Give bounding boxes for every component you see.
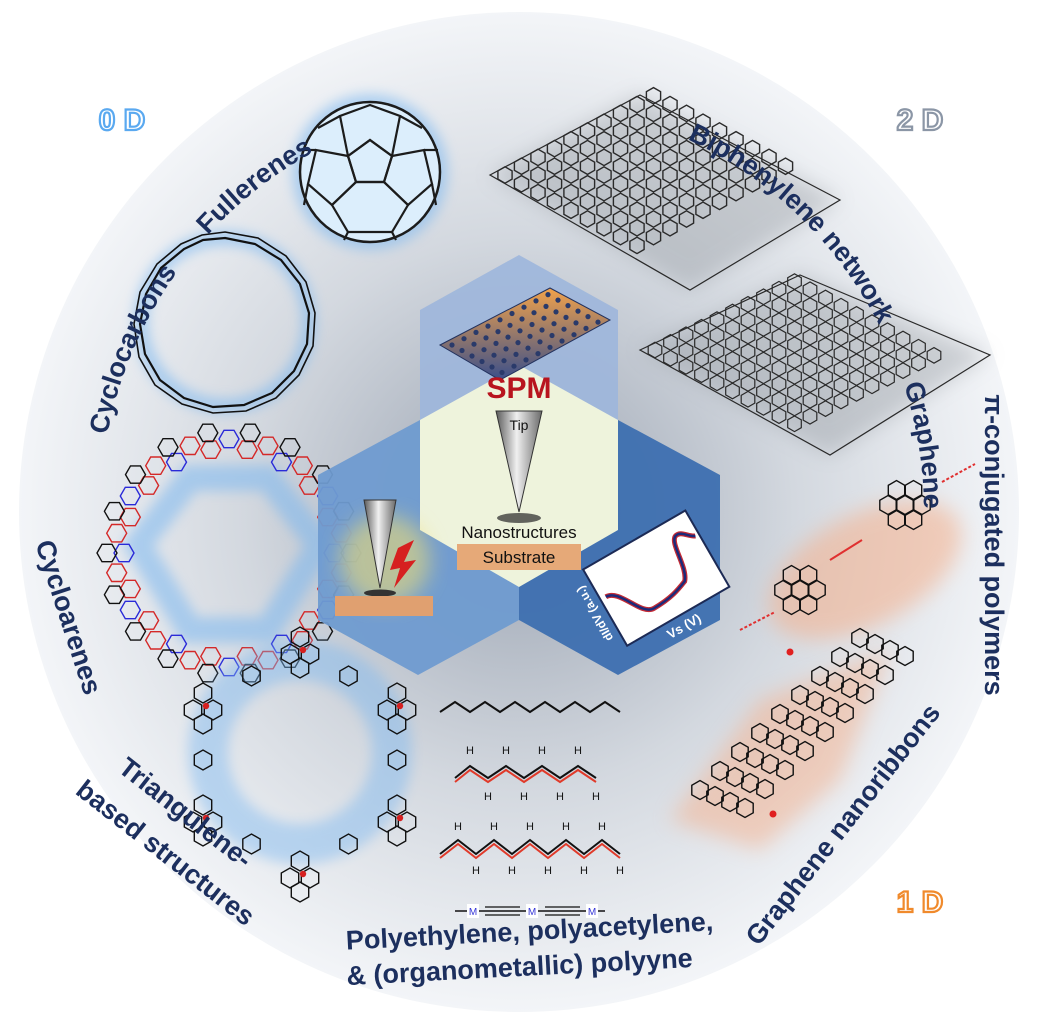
polyyne-metal-3: M	[588, 907, 596, 918]
substrate-block	[457, 544, 581, 570]
hydrogen-label: H	[508, 865, 516, 877]
hydrogen-label: H	[598, 821, 606, 833]
hydrogen-label: H	[616, 865, 624, 877]
hydrogen-label: H	[544, 865, 552, 877]
label-1d: 1 D	[897, 886, 944, 919]
hydrogen-label: H	[574, 745, 582, 757]
substrate-label: Substrate	[483, 548, 556, 567]
topography-surface	[438, 287, 612, 381]
biphenylene-network-sheet	[488, 86, 842, 291]
triangulene-structure	[183, 626, 417, 903]
polyethylene-chain	[439, 700, 621, 714]
nanostructures-label: Nanostructures	[461, 523, 576, 542]
lightning-icon	[390, 540, 416, 588]
hydrogen-label: H	[556, 791, 564, 803]
polyyne-metal-1: M	[469, 907, 477, 918]
hydrogen-label: H	[592, 791, 600, 803]
hydrogen-label: H	[562, 821, 570, 833]
polyacetylene-chain-2	[439, 838, 621, 856]
spm-title: SPM	[486, 372, 551, 405]
hydrogen-label: H	[502, 745, 510, 757]
graphene-nanoribbon-structure	[670, 627, 914, 850]
hydrogen-label: H	[526, 821, 534, 833]
tip-lightning-illustration	[335, 499, 433, 616]
hydrogen-label: H	[580, 865, 588, 877]
center-hexagon: SPM Tip Nanostructures Substrate Vs (V) …	[318, 255, 731, 675]
pi-conjugated-polymer-structure	[739, 463, 976, 640]
hydrogen-label: H	[520, 791, 528, 803]
hydrogen-label: H	[466, 745, 474, 757]
hydrogen-label: H	[490, 821, 498, 833]
graphene-sheet	[638, 273, 992, 456]
label-0d: 0 D	[99, 104, 146, 137]
hydrogen-label: H	[472, 865, 480, 877]
polymer-chains: H H H H H H H H H H H H H H H H H H M M M	[439, 700, 624, 918]
hydrogen-label: H	[454, 821, 462, 833]
polyyne-metal-2: M	[528, 907, 536, 918]
cyclocarbon-structure	[133, 231, 316, 414]
tip-label: Tip	[510, 417, 529, 433]
polyacetylene-chain-1	[454, 764, 597, 780]
tip-cone	[495, 410, 543, 513]
hydrogen-label: H	[484, 791, 492, 803]
hydrogen-label: H	[538, 745, 546, 757]
label-pi-conjugated: π-conjugated polymers	[979, 394, 1009, 695]
label-2d: 2 D	[897, 104, 944, 137]
fullerene-structure	[292, 94, 448, 250]
organometallic-polyyne-chain: M M M	[455, 904, 605, 918]
